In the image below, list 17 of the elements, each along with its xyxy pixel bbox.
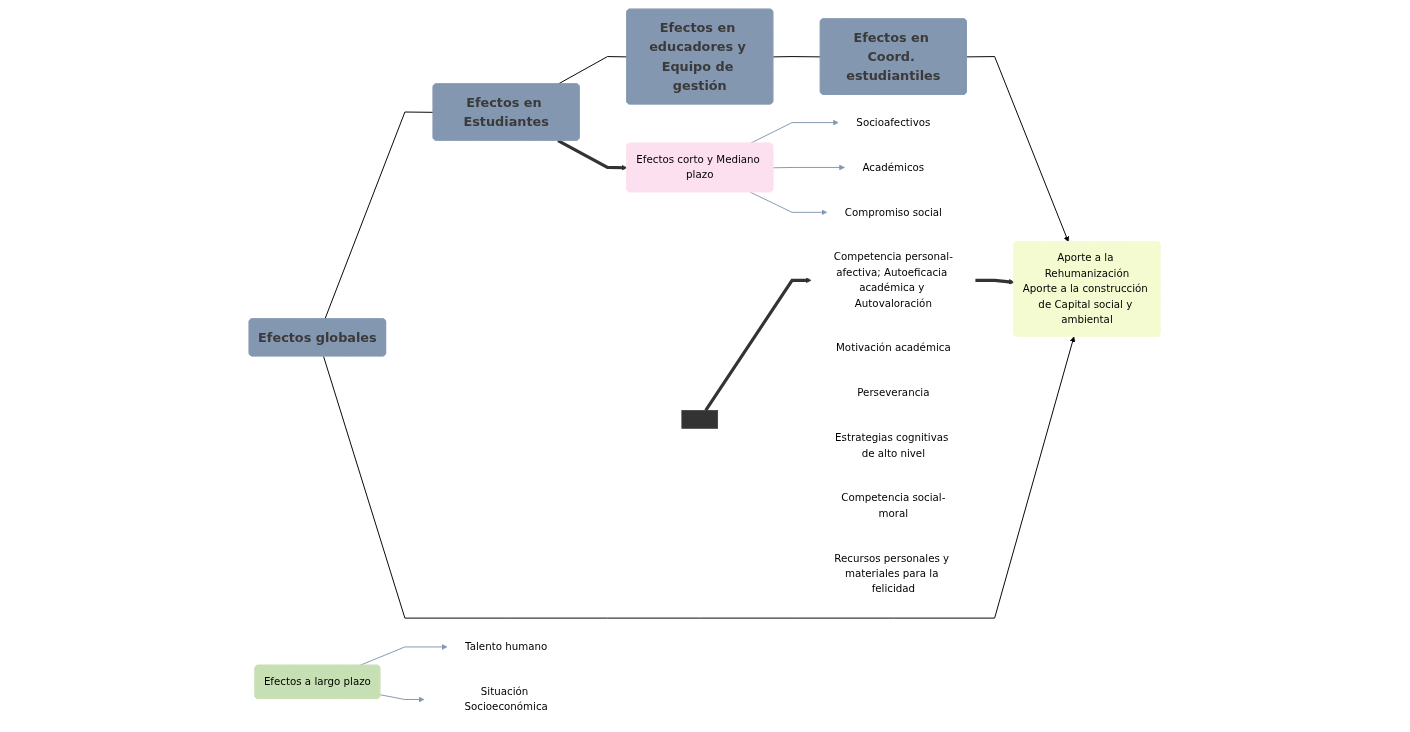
connector: [773, 55, 822, 57]
arrow: [704, 276, 812, 411]
arrow: [975, 278, 1015, 285]
arrow: [557, 138, 628, 170]
node-text: Perseverancia: [857, 386, 930, 399]
node-text: Estrategias cognitivas de alto nivel: [835, 431, 949, 459]
node-text: Socioafectivos: [856, 115, 931, 128]
node-text: Situación Socioeconómica: [464, 684, 549, 713]
node-text: Competencia personal-afectiva; Autoeficacia académica y Autovaloración: [834, 250, 954, 309]
node-text: Recursos personales y materiales para la felicidad: [834, 551, 950, 595]
node-text: Talento humano: [465, 640, 548, 653]
node-text: Compromiso social: [845, 205, 943, 218]
node-text: Competencia social-moral: [841, 491, 946, 519]
connector: [324, 111, 435, 320]
node-text: Académicos: [862, 160, 925, 173]
node-text: Motivación académica: [836, 341, 952, 354]
node-bar: [681, 409, 719, 429]
